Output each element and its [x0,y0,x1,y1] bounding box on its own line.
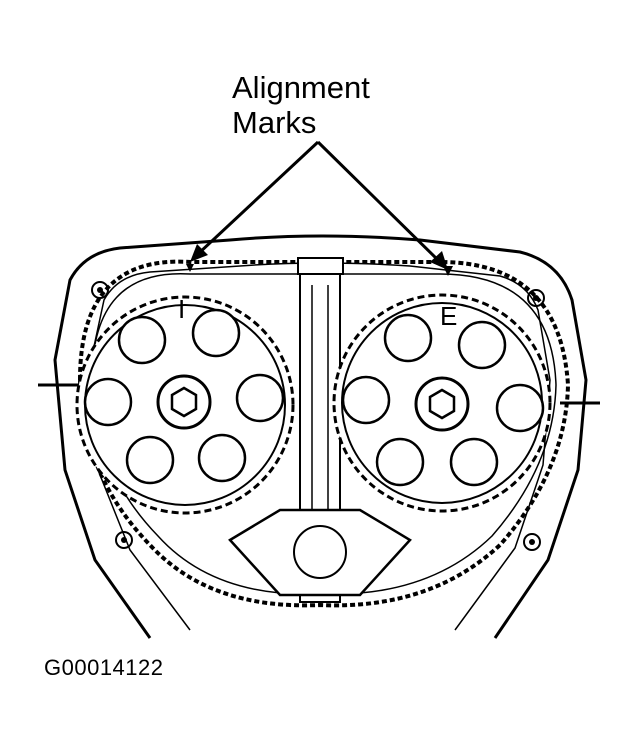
sprocket-hole [83,377,133,427]
sprocket-hole [383,313,433,363]
alignment-marks-callout: Alignment Marks [232,70,370,140]
hub-bolt [170,386,198,418]
top-tab [297,257,344,275]
alignment-arrows [190,140,448,270]
sprocket-hole [449,437,499,487]
intake-sprocket: I [75,294,295,515]
bolt-hole [91,281,109,299]
exhaust-label: E [440,301,457,331]
figure-id: G00014122 [44,655,164,680]
sprocket-hole [375,437,425,487]
sprocket-hole [117,315,167,365]
sprocket-hole [235,373,285,423]
bolt-hole [527,289,545,307]
sprocket-hole [457,320,507,370]
engine-head-outline [53,234,588,639]
sprocket-hole [341,375,391,425]
timing-belt [77,259,571,608]
lower-boss-hole [293,525,347,579]
hub-bolt [428,388,456,420]
sprocket-hole [191,308,241,358]
callout-line-2: Marks [232,105,317,140]
timing-belt-inner [91,272,557,595]
exhaust-alignment-mark [443,266,453,276]
callout-line-1: Alignment [232,70,370,105]
bolt-hole [115,531,133,549]
sprocket-hole [197,433,247,483]
exhaust-sprocket: E [332,293,552,513]
sprocket-hole [125,435,175,485]
intake-alignment-mark [186,264,194,272]
intake-label: I [178,294,185,324]
bolt-hole [523,533,541,551]
sprocket-hole [495,383,545,433]
